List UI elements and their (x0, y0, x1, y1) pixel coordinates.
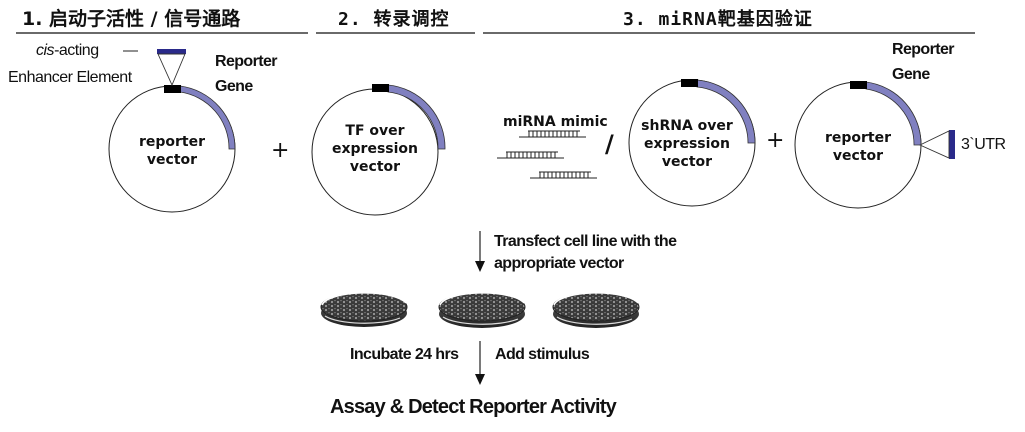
section-title-mirna: 3. miRNA靶基因验证 (623, 9, 813, 30)
mirna-mimic-label: miRNA mimic (503, 114, 608, 130)
transfect-label-line1: Transfect cell line with the (494, 233, 677, 250)
reporter-gene-arc (865, 81, 922, 146)
reporter-gene-arc (179, 85, 236, 150)
shrna-overexpression-plasmid (628, 79, 756, 207)
vector-line: TF over (345, 123, 405, 139)
plus-sign-1: + (271, 138, 290, 163)
reporter-vector-label-3: reporter vector (808, 129, 908, 165)
reporter-gene-label-3a: Reporter (892, 41, 954, 58)
promoter-block (850, 81, 867, 89)
tf-overexpression-plasmid (311, 84, 446, 216)
vector-line: vector (349, 159, 401, 175)
reporter-gene-label-1a: Reporter (215, 53, 277, 70)
shrna-vector-label: shRNA over expression vector (632, 117, 742, 171)
section-title-transcription: 2. 转录调控 (338, 9, 450, 30)
plus-sign-2: + (766, 128, 785, 153)
vector-line: vector (146, 152, 198, 168)
enhancer-bar (157, 49, 186, 54)
utr-bar (949, 130, 955, 159)
arrow-down-transfect (475, 231, 485, 272)
vector-line: reporter (824, 130, 892, 146)
insertion-triangle (157, 53, 186, 87)
vector-line: shRNA over (641, 118, 733, 134)
promoter-block (681, 79, 698, 87)
enhancer-element-label: Enhancer Element (8, 69, 132, 86)
incubate-label: Incubate 24 hrs (350, 346, 459, 363)
petri-dish (320, 292, 408, 327)
transfect-label-line2: appropriate vector (494, 255, 624, 272)
promoter-block (164, 85, 181, 93)
mirna-duplexes (497, 130, 597, 179)
reporter-gene-label-3b: Gene (892, 66, 930, 83)
assay-detect-label: Assay & Detect Reporter Activity (330, 396, 617, 418)
promoter-block (372, 84, 389, 92)
reporter-gene-label-1b: Gene (215, 78, 253, 95)
cis-italic: cis (36, 42, 55, 59)
mirna-duplex (530, 171, 597, 179)
utr-label: 3`UTR (961, 136, 1006, 153)
mirna-duplex (519, 130, 586, 138)
reporter-vector-label-1: reporter vector (122, 133, 222, 169)
petri-dish (438, 292, 526, 328)
mirna-duplex (497, 151, 564, 159)
shrna-gene-arc (696, 79, 756, 144)
section-title-promoter: 1. 启动子活性 / 信号通路 (22, 8, 241, 30)
vector-line: vector (832, 148, 884, 164)
tf-gene-arc (387, 84, 446, 150)
vector-line: vector (661, 154, 713, 170)
cis-acting-label: cis-acting (36, 42, 99, 60)
cis-rest: -acting (54, 42, 99, 59)
vector-line: expression (332, 141, 418, 157)
or-slash: / (605, 130, 614, 158)
vector-line: reporter (138, 134, 206, 150)
vector-line: expression (644, 136, 730, 152)
arrow-down-assay (475, 341, 485, 385)
petri-dish (552, 292, 640, 328)
utr-insertion-triangle (918, 130, 950, 159)
add-stimulus-label: Add stimulus (495, 346, 590, 363)
tf-vector-label: TF over expression vector (320, 122, 430, 176)
